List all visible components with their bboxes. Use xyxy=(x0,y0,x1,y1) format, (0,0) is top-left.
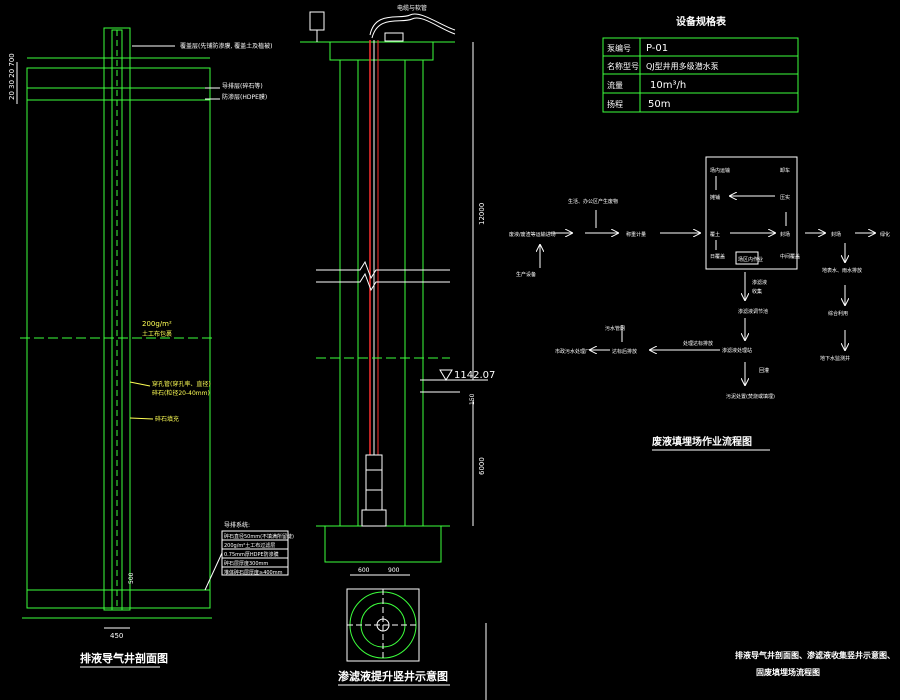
left-legend-3: 0.75mm厚HDPE防渗膜 xyxy=(224,551,279,558)
flow-b2: 卸车 xyxy=(780,167,790,174)
left-legend-1: 碎石直径50mm(不填满所留缝) xyxy=(224,533,294,540)
flow-b8: 中间覆盖 xyxy=(780,253,800,260)
flow-b6: 封场 xyxy=(780,231,790,238)
flow-d6: 回灌 xyxy=(759,367,769,374)
flow-d1: 渗滤液 xyxy=(752,279,767,286)
equipment-table: 设备规格表 泵编号 P-01 名称型号 QJ型井用多级潜水泵 流量 10m³/h… xyxy=(602,15,799,113)
left-note-mid-4: 碎石(粒径20-40mm) xyxy=(152,389,210,397)
equip-v-2: QJ型井用多级潜水泵 xyxy=(646,61,719,71)
equip-table-title: 设备规格表 xyxy=(676,15,727,28)
mid-well-section: 电缆与软管 12000 6000 150 1142.07 600 900 xyxy=(300,4,495,686)
flow-d2: 收集 xyxy=(752,288,762,295)
mid-dim-small: 150 xyxy=(469,393,476,405)
flow-l1: 达标后排放 xyxy=(612,348,637,355)
flow-b7: 日覆盖 xyxy=(710,253,725,260)
equip-k-3: 流量 xyxy=(607,80,623,90)
mid-base-dim-2: 900 xyxy=(388,567,400,574)
equip-k-1: 泵编号 xyxy=(607,43,631,53)
flow-side: 生活、办公区产生废物 xyxy=(568,198,618,205)
mid-top-label: 电缆与软管 xyxy=(397,4,427,12)
equip-k-4: 扬程 xyxy=(607,99,623,109)
flow-l2: 市政污水处理厂 xyxy=(555,348,590,355)
left-legend-5: 堆体碎石层厚度≥400mm xyxy=(224,569,283,576)
left-well-title: 排液导气井剖面图 xyxy=(80,651,168,665)
equip-v-3: 10m³/h xyxy=(650,80,686,91)
left-dim-bottom-mark: 500 xyxy=(128,572,135,584)
flow-box-label: 场区内作业 xyxy=(738,256,763,263)
process-flowchart: 废液/废渣等运输进场 生产设备 生活、办公区产生废物 称重计量 场内运输 卸车 … xyxy=(509,156,890,451)
mid-base-dim-1: 600 xyxy=(358,567,370,574)
flow-in: 废液/废渣等运输进场 xyxy=(509,231,556,238)
mid-well-title: 渗滤液提升竖井示意图 xyxy=(338,669,448,683)
left-well-section: 20 30 20 700 覆盖层(先铺防渗膜, 覆盖土及植被) 导排层(碎石等)… xyxy=(8,27,294,668)
flow-b5: 覆土 xyxy=(710,231,720,238)
left-legend-4: 碎石层厚度300mm xyxy=(224,560,268,567)
left-note-mid-5: 碎石填充 xyxy=(155,415,179,423)
flow-r1: 地表水、雨水排放 xyxy=(822,267,862,274)
flow-b4: 压实 xyxy=(780,194,790,201)
left-note-3: 防渗层(HDPE膜) xyxy=(222,93,267,101)
left-note-1: 覆盖层(先铺防渗膜, 覆盖土及植被) xyxy=(180,42,273,50)
equip-v-1: P-01 xyxy=(646,43,668,54)
left-legend-table: 碎石直径50mm(不填满所留缝) 200g/m²土工布过滤层 0.75mm厚HD… xyxy=(204,530,294,591)
flow-wt: 称重计量 xyxy=(626,231,646,238)
flow-d4: 渗滤液处理站 xyxy=(722,347,752,354)
left-dim-top: 20 30 20 700 xyxy=(8,53,16,100)
flow-title: 废液填埋场作业流程图 xyxy=(652,435,752,448)
flow-l3: 污水管网 xyxy=(605,325,625,332)
flow-src: 生产设备 xyxy=(516,271,536,278)
flow-b1: 场内运输 xyxy=(710,167,730,174)
left-note-mid-3: 穿孔管(穿孔率、直径) xyxy=(152,380,211,388)
caption-line-2: 固废填埋场流程图 xyxy=(756,667,820,677)
flow-o2: 绿化 xyxy=(880,231,890,238)
flow-b3: 摊铺 xyxy=(710,194,720,201)
mid-dim-lower: 6000 xyxy=(478,457,486,475)
left-legend-2: 200g/m²土工布过滤层 xyxy=(224,542,275,549)
flow-d5: 处理达标排放 xyxy=(683,340,713,347)
flow-o1: 封场 xyxy=(831,231,841,238)
left-dim-bottom: 450 xyxy=(110,632,123,640)
mid-elevation: 1142.07 xyxy=(454,370,495,381)
equip-v-4: 50m xyxy=(648,99,670,110)
flow-r3: 地下水监测井 xyxy=(820,355,850,362)
flow-r2: 综合利用 xyxy=(828,310,848,317)
left-note-mid-1: 200g/m² xyxy=(142,320,172,328)
caption-line-1: 排液导气井剖面图、渗滤液收集竖井示意图、 xyxy=(735,650,895,660)
left-note-2: 导排层(碎石等) xyxy=(222,82,263,90)
left-note-mid-2: 土工布包裹 xyxy=(142,330,172,338)
flow-d3: 渗滤液调节池 xyxy=(738,308,768,315)
equip-k-2: 名称型号 xyxy=(607,61,639,71)
mid-dim-right: 12000 xyxy=(478,203,486,225)
left-legend-title: 导排系统: xyxy=(224,521,250,529)
flow-d8: 污泥处置(焚烧或填埋) xyxy=(726,393,775,400)
